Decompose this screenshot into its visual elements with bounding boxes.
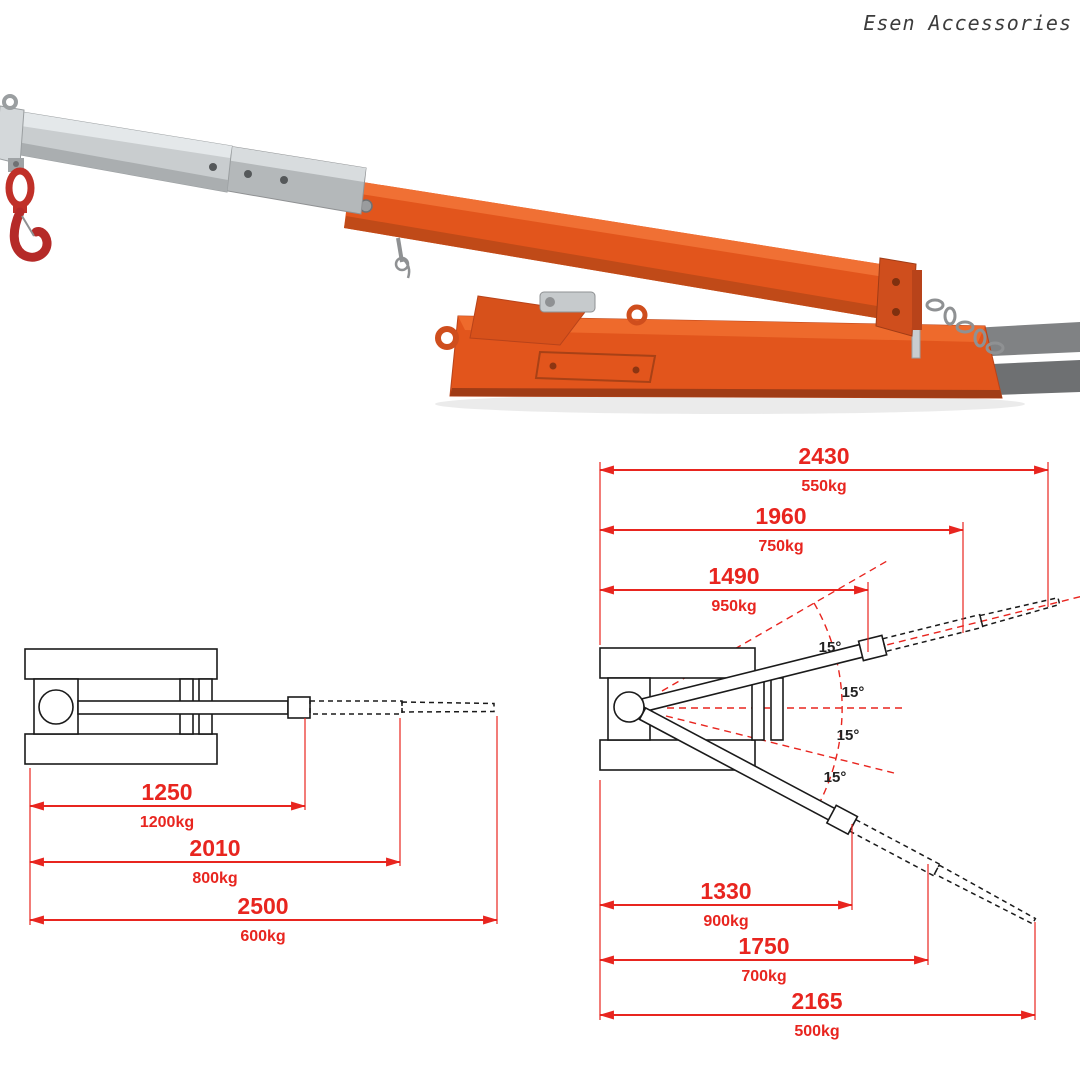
- telescopic-boom-outer: [221, 145, 367, 215]
- dim-capacity: 950kg: [711, 598, 756, 615]
- main-boom: [344, 180, 922, 337]
- left-pivot: [38, 689, 74, 725]
- dim-capacity: 1200kg: [140, 814, 194, 831]
- dim-capacity: 600kg: [240, 928, 285, 945]
- left-carriage: [24, 648, 218, 765]
- brand-watermark: Esen Accessories: [863, 11, 1072, 35]
- dim-length: 1250: [141, 779, 192, 805]
- angle-arc: [813, 602, 843, 814]
- dim-length: 1490: [708, 563, 759, 589]
- left-boom: [77, 696, 495, 719]
- angle-label: 15°: [819, 639, 842, 656]
- dim-length: 2165: [791, 988, 842, 1014]
- base-shadow: [435, 394, 1025, 414]
- dim-capacity: 500kg: [794, 1023, 839, 1040]
- dim-capacity: 550kg: [801, 478, 846, 495]
- dimension-left-1: 2010 800kg: [28, 835, 402, 887]
- crane-base: [435, 304, 1003, 399]
- angle-label: 15°: [842, 684, 865, 701]
- crane-product-photo: [0, 94, 1080, 414]
- dim-length: 1960: [755, 503, 806, 529]
- telescopic-boom-inner: [3, 109, 233, 193]
- dimension-left-0: 1250 1200kg: [28, 779, 307, 831]
- boom-end-cap: [0, 94, 25, 165]
- chain: [925, 298, 1005, 355]
- dimension-right-top-1: 1960 750kg: [598, 503, 965, 555]
- upper-boom: [641, 596, 1061, 713]
- lifting-eye-icon: [435, 326, 459, 350]
- dim-length: 1330: [700, 878, 751, 904]
- dim-length: 1750: [738, 933, 789, 959]
- dim-length: 2010: [189, 835, 240, 861]
- left-diagram: 1250 1200kg 2010 800kg 2500 600kg: [24, 648, 499, 945]
- lower-boom: [638, 706, 1037, 925]
- dimension-right-top-0: 2430 550kg: [598, 443, 1050, 495]
- angle-labels: 15° 15° 15° 15°: [819, 639, 865, 786]
- dim-capacity: 700kg: [741, 968, 786, 985]
- angle-label: 15°: [824, 769, 847, 786]
- hook-icon: [5, 158, 52, 262]
- dim-capacity: 750kg: [758, 538, 803, 555]
- right-diagram: 15° 15° 15° 15° 2430 550kg 1960 750kg: [598, 443, 1080, 1040]
- dimension-right-bottom-1: 1750 700kg: [598, 933, 930, 985]
- left-extension-lines: [29, 716, 498, 925]
- dimension-right-top-2: 1490 950kg: [598, 563, 870, 615]
- dimension-right-bottom-0: 1330 900kg: [598, 878, 854, 930]
- dim-capacity: 900kg: [703, 913, 748, 930]
- pin-clip: [394, 237, 411, 279]
- dimension-right-bottom-2: 2165 500kg: [598, 988, 1037, 1040]
- dim-length: 2500: [237, 893, 288, 919]
- dim-length: 2430: [798, 443, 849, 469]
- pivot-hinge: [539, 291, 596, 313]
- angle-label: 15°: [837, 727, 860, 744]
- center-eye-icon: [626, 304, 648, 326]
- dimension-left-2: 2500 600kg: [28, 893, 499, 945]
- right-pivot: [613, 691, 645, 723]
- dim-capacity: 800kg: [192, 870, 237, 887]
